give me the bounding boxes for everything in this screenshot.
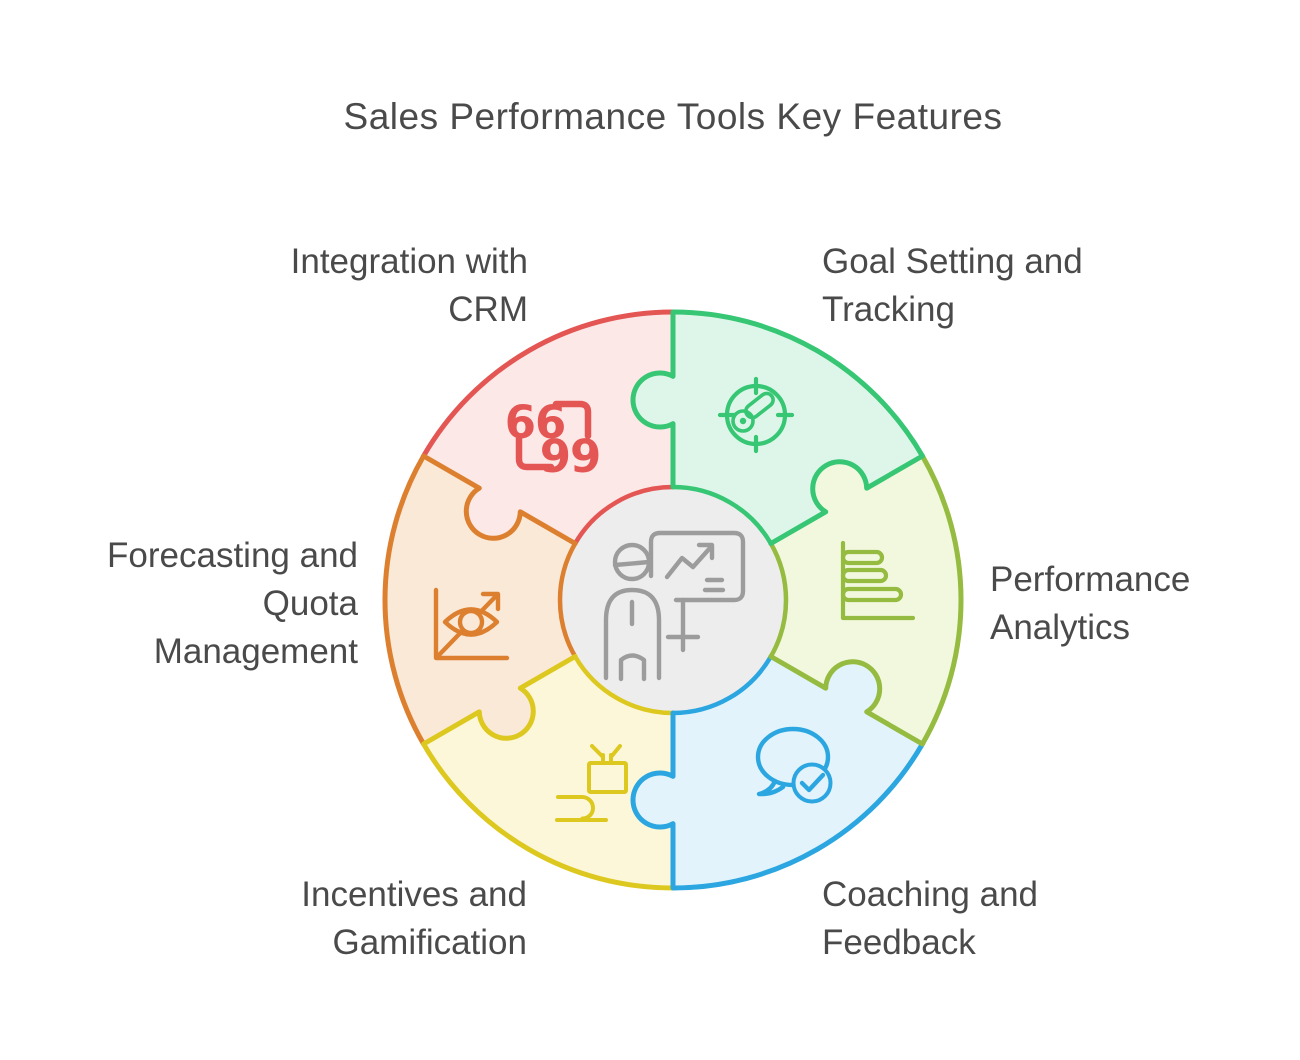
outer-rim-arc <box>672 309 925 458</box>
label-line: Quota <box>262 584 358 623</box>
segment-label-goal-setting-and-tracking: Goal Setting and Tracking <box>822 238 1222 334</box>
label-line: Forecasting and <box>107 536 358 575</box>
whiteboard-trend-arrowhead <box>696 542 715 561</box>
puzzle-knob <box>466 484 521 539</box>
puzzle-knob <box>825 661 880 716</box>
label-line: CRM <box>448 290 528 329</box>
puzzle-boundary <box>768 654 925 747</box>
puzzle-boundary <box>421 453 578 546</box>
eye-outline <box>442 607 500 637</box>
gauge-pivot <box>731 409 755 433</box>
puzzle-boundary <box>630 710 676 891</box>
label-line: Tracking <box>822 290 955 329</box>
inner-rim-arc <box>672 484 773 545</box>
label-line: Performance <box>990 560 1191 599</box>
label-line: Gamification <box>332 923 527 962</box>
whiteboard-stand <box>665 597 701 653</box>
segment-label-incentives-and-gamification: Incentives and Gamification <box>127 871 527 967</box>
label-line: Management <box>153 632 358 671</box>
eye-iris <box>457 608 485 636</box>
gift-hand-icon <box>555 744 628 822</box>
outer-rim-arc <box>421 309 674 458</box>
quote-bracket-top <box>552 400 592 440</box>
outer-rim-arc <box>672 742 925 891</box>
gauge-needle <box>744 391 775 420</box>
segment-label-performance-analytics: Performance Analytics <box>990 556 1300 652</box>
puzzle-knob <box>633 373 687 427</box>
gift-box <box>587 761 628 794</box>
bar-chart-icon <box>840 540 916 621</box>
inner-rim-arc <box>768 542 789 658</box>
inner-rim-arc <box>672 655 773 716</box>
center-circle <box>560 487 786 713</box>
puzzle-boundary <box>630 309 676 490</box>
label-line: Goal Setting and <box>822 242 1083 281</box>
inner-rim-arc <box>557 542 578 658</box>
eye-growth-icon <box>433 587 510 661</box>
puzzle-knob <box>479 684 534 739</box>
eye-axis <box>433 587 510 661</box>
label-line: Integration with <box>290 242 528 281</box>
quotation-marks-icon: 66 99 <box>505 396 602 483</box>
inner-rim-arc <box>573 655 674 716</box>
gauge-ticks <box>717 376 795 454</box>
hand-finger-curve <box>556 795 595 821</box>
puzzle-knob <box>633 773 687 827</box>
quote-bracket-bottom <box>515 435 555 471</box>
whiteboard <box>648 530 746 603</box>
inner-rim-arc <box>573 484 674 545</box>
label-line: Analytics <box>990 608 1131 647</box>
quote-close-digits: 99 <box>540 430 601 483</box>
gauge-pivot-dot <box>739 417 747 425</box>
segment-label-integration-with-crm: Integration with CRM <box>128 238 528 334</box>
segment-label-coaching-and-feedback: Coaching and Feedback <box>822 871 1222 967</box>
chat-check-icon <box>755 726 833 804</box>
bar-chart-axis <box>840 540 916 621</box>
check-circle <box>791 762 833 804</box>
bar-2 <box>840 567 889 584</box>
bar-1 <box>840 549 885 566</box>
presenter-legs-gap <box>618 653 647 682</box>
puzzle-boundary <box>421 654 578 747</box>
gift-ribbons <box>590 744 622 759</box>
label-line: Incentives and <box>301 875 527 914</box>
segment-label-forecasting-and-quota-management: Forecasting and Quota Management <box>0 532 358 676</box>
target-gauge-icon <box>717 376 795 454</box>
presenter-hair-line <box>612 559 652 568</box>
puzzle-boundary <box>768 453 925 546</box>
whiteboard-text-dashes <box>702 577 726 593</box>
presenter-whiteboard-icon <box>603 530 746 682</box>
label-line: Feedback <box>822 923 976 962</box>
bar-3 <box>840 586 904 603</box>
label-line: Coaching and <box>822 875 1038 914</box>
eye-trend-arrowhead <box>480 591 501 612</box>
speech-bubble-tail <box>756 778 786 797</box>
puzzle-knob <box>812 461 867 516</box>
segment-forecasting-and-quota-management <box>384 456 576 744</box>
page-title: Sales Performance Tools Key Features <box>343 96 1003 137</box>
outer-rim-arc <box>920 454 964 746</box>
whiteboard-trend-line <box>664 545 713 580</box>
presenter-body <box>603 587 662 681</box>
check-mark <box>799 772 826 793</box>
outer-rim-arc <box>421 742 674 891</box>
outer-rim-arc <box>382 454 426 746</box>
